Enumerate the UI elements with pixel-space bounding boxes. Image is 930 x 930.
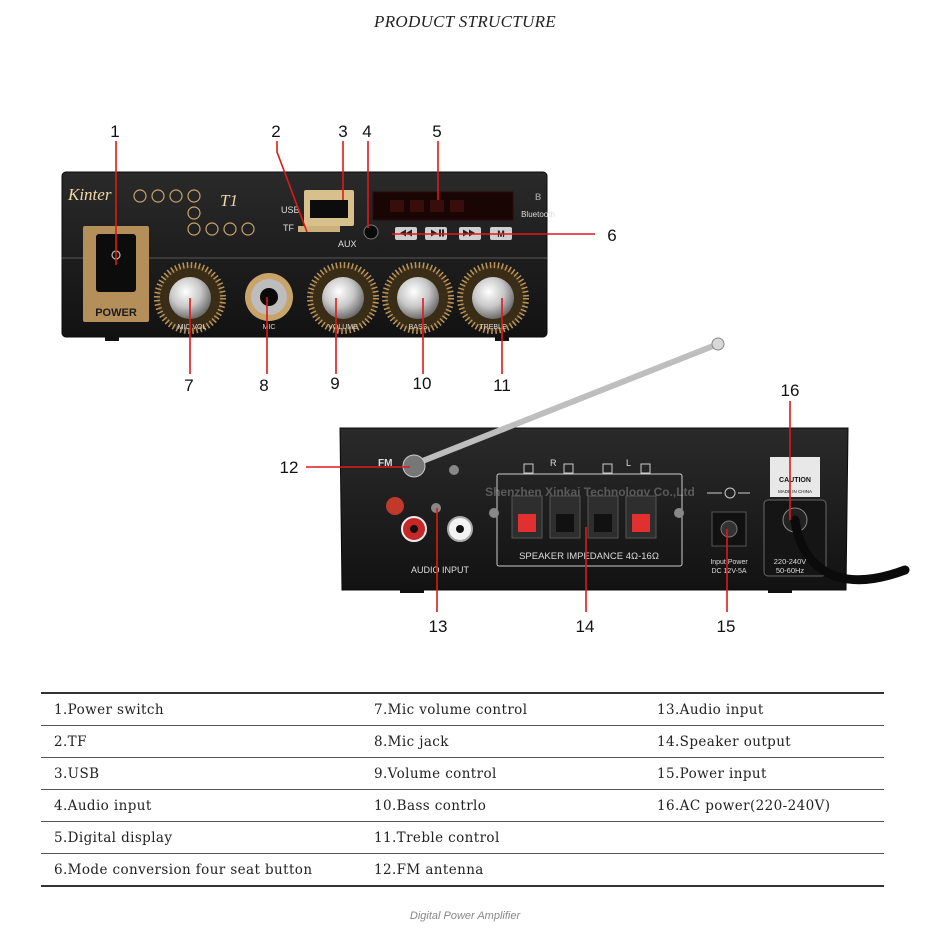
spec-cell: 14.Speaker output xyxy=(657,733,792,750)
input-power-label: Input Power xyxy=(710,559,748,566)
spec-cell: 7.Mic volume control xyxy=(374,701,528,718)
spec-cell: 6.Mode conversion four seat button xyxy=(54,861,313,878)
antenna-connector xyxy=(402,454,426,478)
audio-input-label: AUDIO INPUT xyxy=(411,565,470,575)
product-diagram: Kinter T1 POWER USB TF AUX ʙ Bluetooth xyxy=(61,122,910,636)
callout-11: 11 xyxy=(493,376,511,395)
spec-cell: 4.Audio input xyxy=(54,797,152,814)
fm-label: FM xyxy=(378,458,392,469)
callout-5: 5 xyxy=(432,122,441,141)
callout-2: 2 xyxy=(271,122,280,141)
tf-label: TF xyxy=(283,223,294,233)
channel-l-label: L xyxy=(626,458,631,468)
spec-cell: 5.Digital display xyxy=(54,829,173,846)
ac-power-cable xyxy=(790,515,910,585)
aux-label: AUX xyxy=(338,239,357,249)
knob-label-bass: BASS xyxy=(409,324,428,331)
spec-cell: 13.Audio input xyxy=(657,701,764,718)
spec-cell: 10.Bass contrlo xyxy=(374,797,487,814)
knob-bass[interactable] xyxy=(382,262,454,334)
made-in-label: MADE IN CHINA xyxy=(778,489,812,494)
callout-7: 7 xyxy=(184,376,193,395)
input-power-rating: DC 12V-5A xyxy=(711,568,746,575)
spec-cell: 9.Volume control xyxy=(374,765,497,782)
table-row: 2.TF 8.Mic jack 14.Speaker output xyxy=(41,725,884,757)
callout-16: 16 xyxy=(781,381,800,400)
callout-12: 12 xyxy=(280,458,299,477)
brand-logo: Kinter xyxy=(67,185,112,204)
tf-slot[interactable] xyxy=(298,226,340,232)
ac-frequency-label: 50-60Hz xyxy=(776,566,805,575)
spec-table: 1.Power switch 7.Mic volume control 13.A… xyxy=(41,692,884,887)
model-label: T1 xyxy=(220,191,238,210)
usb-label: USB xyxy=(281,205,300,215)
callout-lines xyxy=(115,141,791,612)
caution-label-plate xyxy=(770,457,820,497)
callout-9: 9 xyxy=(330,374,339,393)
spec-cell: 3.USB xyxy=(54,765,100,782)
callout-6: 6 xyxy=(607,226,616,245)
mic-jack[interactable] xyxy=(245,273,293,321)
front-panel: Kinter T1 POWER USB TF AUX ʙ Bluetooth xyxy=(61,171,555,341)
rear-panel: Shenzhen Xinkai Technology Co.,Ltd FM AU… xyxy=(339,337,910,593)
knob-mic-vol[interactable] xyxy=(154,262,226,334)
knob-label-treble: TREBLE xyxy=(479,324,507,331)
display-segments xyxy=(390,200,464,212)
channel-r-label: R xyxy=(550,458,557,468)
usb-port[interactable] xyxy=(310,200,348,218)
knob-label-volume: VOLUME xyxy=(328,324,358,331)
callout-15: 15 xyxy=(717,617,736,636)
brand-decoration xyxy=(133,189,255,236)
speaker-terminal-box xyxy=(496,473,683,567)
callout-4: 4 xyxy=(362,122,371,141)
caption: Digital Power Amplifier xyxy=(409,910,521,922)
callout-8: 8 xyxy=(259,376,268,395)
speaker-terminals[interactable] xyxy=(511,495,657,539)
caution-label: CAUTION xyxy=(779,477,811,484)
callout-3: 3 xyxy=(338,122,347,141)
fm-antenna xyxy=(407,341,721,469)
spec-cell: 1.Power switch xyxy=(54,701,164,718)
knob-treble[interactable] xyxy=(457,262,529,334)
qc-sticker xyxy=(386,497,404,515)
bluetooth-icon: ʙ xyxy=(535,189,541,203)
ac-voltage-label: 220-240V xyxy=(774,557,807,566)
callout-13: 13 xyxy=(429,617,448,636)
spec-cell: 16.AC power(220-240V) xyxy=(657,797,831,814)
table-row: 5.Digital display 11.Treble control xyxy=(41,821,884,853)
callout-10: 10 xyxy=(413,374,432,393)
speaker-impedance-label: SPEAKER IMPEDANCE 4Ω-16Ω xyxy=(519,551,659,562)
callout-numbers: 1 2 3 4 5 6 7 8 9 10 11 12 13 14 15 16 xyxy=(110,122,799,636)
table-row: 4.Audio input 10.Bass contrlo 16.AC powe… xyxy=(41,789,884,821)
table-row: 3.USB 9.Volume control 15.Power input xyxy=(41,757,884,789)
spec-cell: 8.Mic jack xyxy=(374,733,449,750)
knob-label-mic: MIC xyxy=(263,324,276,331)
power-label: POWER xyxy=(95,307,137,319)
callout-14: 14 xyxy=(576,617,595,636)
knob-volume[interactable] xyxy=(307,262,379,334)
page-title: PRODUCT STRUCTURE xyxy=(374,12,556,31)
table-row: 1.Power switch 7.Mic volume control 13.A… xyxy=(41,694,884,725)
spec-cell: 12.FM antenna xyxy=(374,861,484,878)
spec-cell: 11.Treble control xyxy=(374,829,500,846)
spec-cell: 15.Power input xyxy=(657,765,767,782)
table-row: 6.Mode conversion four seat button 12.FM… xyxy=(41,853,884,885)
callout-1: 1 xyxy=(110,122,119,141)
spec-cell: 2.TF xyxy=(54,733,87,750)
aux-jack[interactable] xyxy=(363,224,379,240)
dc-polarity-icon xyxy=(707,487,750,499)
knob-label-mic-vol: MIC VOL xyxy=(178,324,207,331)
bluetooth-label: Bluetooth xyxy=(521,210,555,219)
